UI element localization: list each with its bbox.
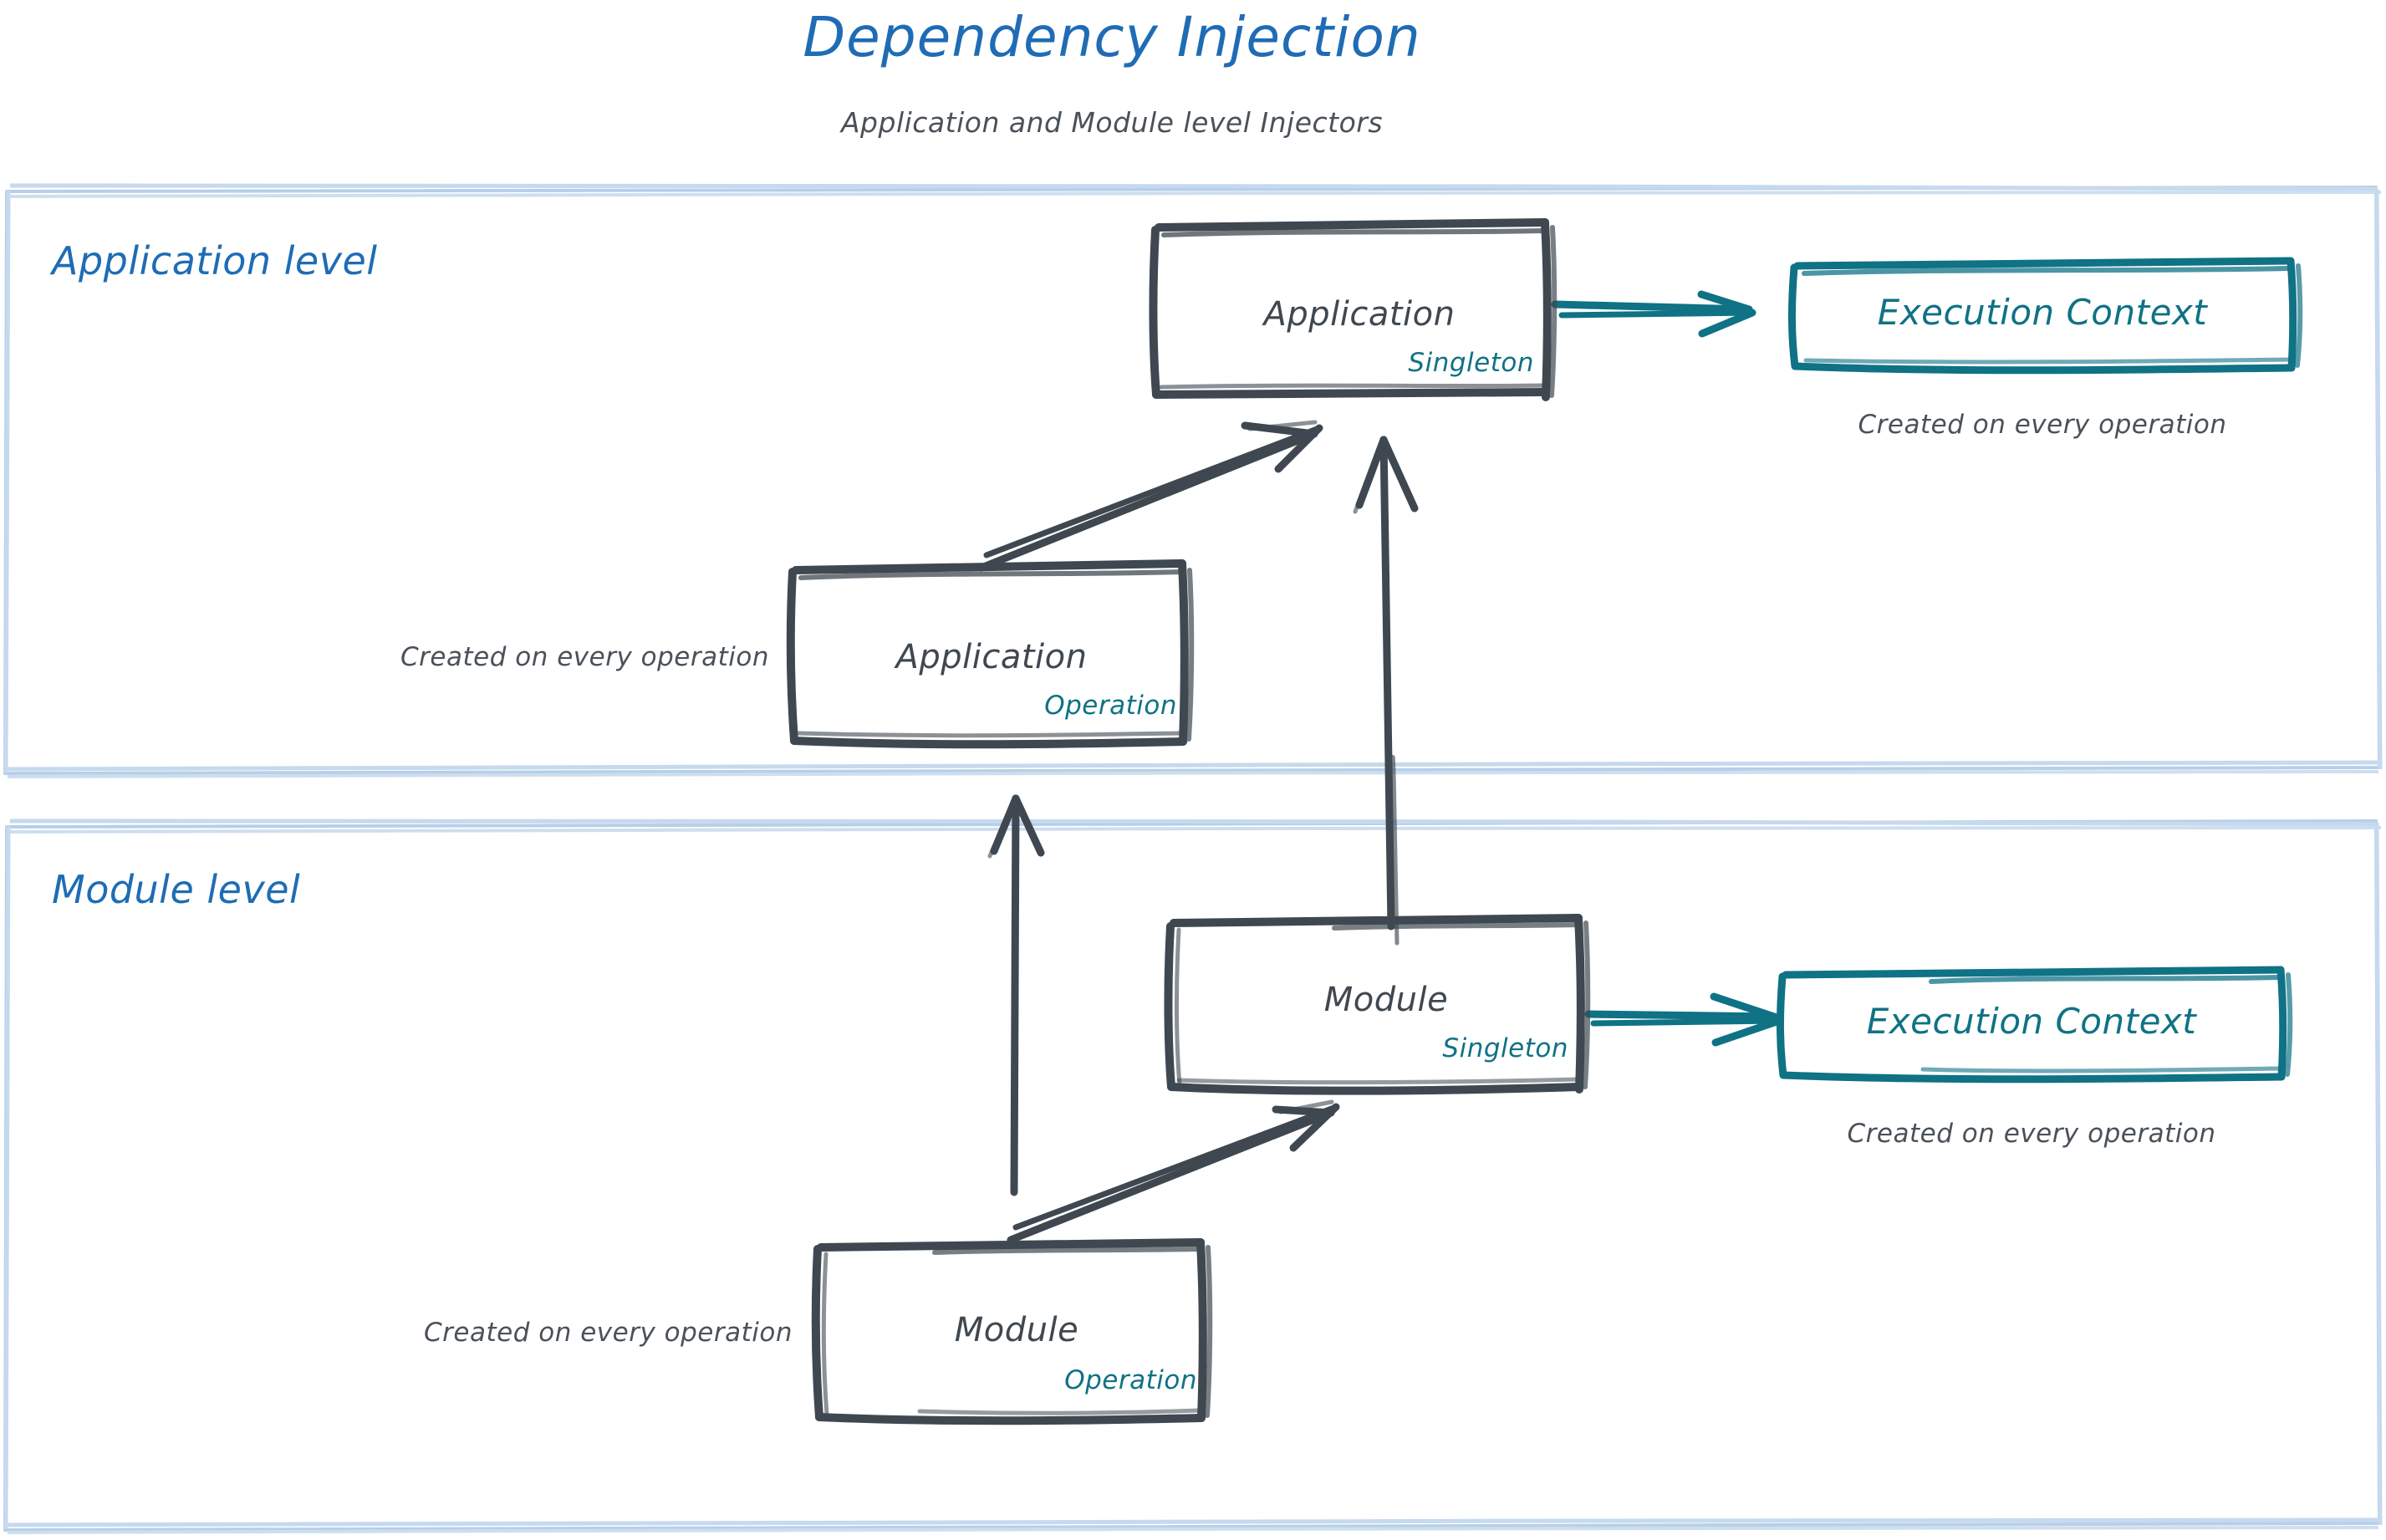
edge-module-singleton-to-app-singleton xyxy=(1353,436,1419,946)
node-scope-application-operation: Operation xyxy=(1044,691,1177,721)
section-container-application-level xyxy=(3,183,2383,778)
node-title-module-singleton[interactable]: Module xyxy=(1323,981,1449,1019)
node-title-application-singleton[interactable]: Application xyxy=(1263,295,1456,334)
node-title-execution-context-app[interactable]: Execution Context xyxy=(1877,292,2208,333)
node-title-module-operation[interactable]: Module xyxy=(954,1311,1079,1349)
node-scope-application-singleton: Singleton xyxy=(1408,348,1534,378)
section-label-application-level: Application level xyxy=(52,238,378,283)
node-scope-module-operation: Operation xyxy=(1064,1365,1197,1395)
node-execution-context-app-frame xyxy=(1787,257,2303,375)
node-title-application-operation[interactable]: Application xyxy=(895,638,1088,676)
node-scope-module-singleton: Singleton xyxy=(1442,1033,1568,1063)
node-application-operation-frame xyxy=(786,559,1195,749)
edge-module-operation-to-module-singleton xyxy=(1007,1099,1340,1244)
page-subtitle: Application and Module level Injectors xyxy=(840,106,1384,139)
page-title: Dependency Injection xyxy=(803,5,1421,69)
note-application-operation: Created on every operation xyxy=(400,642,769,672)
node-execution-context-module-frame xyxy=(1776,966,2293,1084)
section-container-module-level xyxy=(3,818,2383,1534)
node-module-operation-frame xyxy=(811,1238,1213,1425)
section-label-module-level: Module level xyxy=(52,867,301,912)
edge-app-operation-to-app-singleton xyxy=(977,420,1323,572)
edge-module-singleton-to-execution-context xyxy=(1584,992,1783,1047)
node-module-singleton-frame xyxy=(1164,914,1591,1095)
node-application-singleton-frame xyxy=(1149,218,1558,401)
note-execution-context-module: Created on every operation xyxy=(1847,1119,2216,1149)
note-execution-context-app: Created on every operation xyxy=(1858,410,2227,440)
edge-app-singleton-to-execution-context xyxy=(1551,290,1756,338)
note-module-operation: Created on every operation xyxy=(424,1318,793,1348)
node-title-execution-context-module[interactable]: Execution Context xyxy=(1866,1001,2197,1042)
edge-module-operation-to-app-operation xyxy=(987,794,1045,1196)
